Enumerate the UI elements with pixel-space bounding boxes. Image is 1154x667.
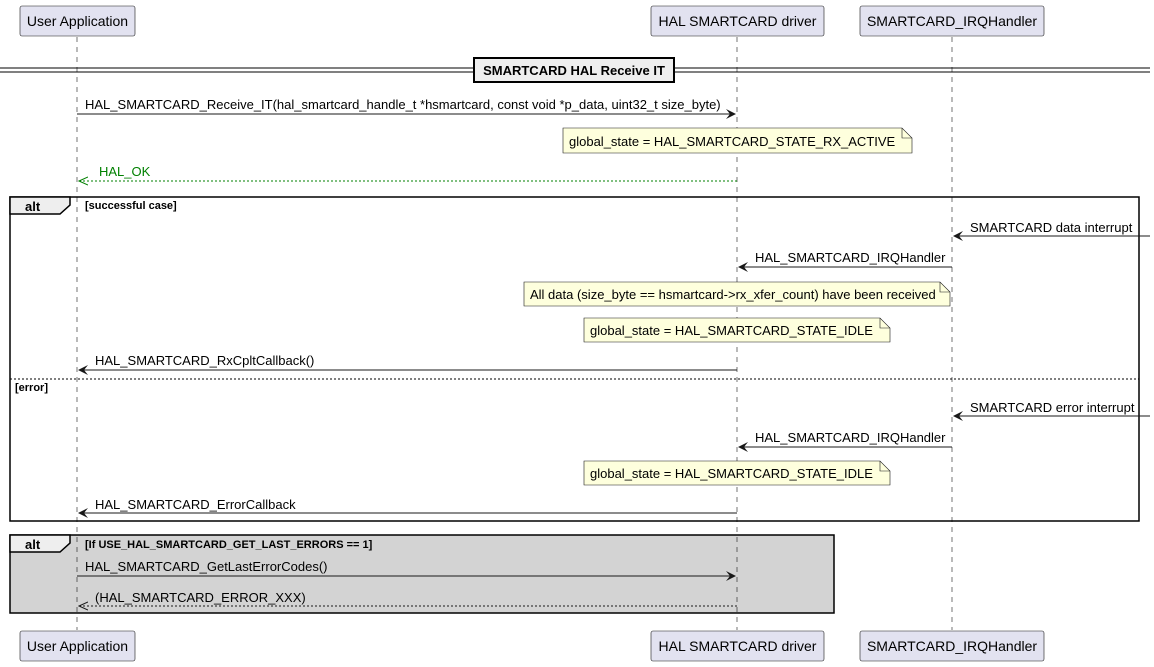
alt-fragment-2-header: alt [If USE_HAL_SMARTCARD_GET_LAST_ERROR… — [9, 534, 373, 553]
participant-irq-top: SMARTCARD_IRQHandler — [859, 5, 1045, 37]
participant-irq-label: SMARTCARD_IRQHandler — [867, 13, 1037, 29]
message-irq-handler-1: HAL_SMARTCARD_IRQHandler — [738, 250, 952, 272]
participant-irq-label: SMARTCARD_IRQHandler — [867, 638, 1037, 654]
message-receive-it: HAL_SMARTCARD_Receive_IT(hal_smartcard_h… — [77, 97, 736, 119]
note-idle-1-text: global_state = HAL_SMARTCARD_STATE_IDLE — [590, 323, 873, 338]
message-data-interrupt: SMARTCARD data interrupt — [953, 220, 1150, 241]
message-get-last-error-codes: HAL_SMARTCARD_GetLastErrorCodes() — [77, 559, 736, 581]
alt-fragment-2-label: alt — [25, 537, 41, 552]
alt-guard-last-errors: [If USE_HAL_SMARTCARD_GET_LAST_ERRORS ==… — [85, 539, 373, 551]
alt-fragment-1-label: alt — [25, 199, 41, 214]
message-hal-ok: HAL_OK — [79, 164, 737, 181]
divider-title: SMARTCARD HAL Receive IT — [483, 63, 665, 78]
note-idle-2-text: global_state = HAL_SMARTCARD_STATE_IDLE — [590, 466, 873, 481]
participant-user-label: User Application — [27, 13, 128, 29]
participant-user-label: User Application — [27, 638, 128, 654]
participant-irq-bottom: SMARTCARD_IRQHandler — [859, 630, 1045, 662]
message-get-last-error-codes-label: HAL_SMARTCARD_GetLastErrorCodes() — [85, 559, 328, 574]
message-irq-handler-2-label: HAL_SMARTCARD_IRQHandler — [755, 430, 946, 445]
note-rx-active: global_state = HAL_SMARTCARD_STATE_RX_AC… — [562, 127, 913, 154]
alt-guard-error: [error] — [15, 382, 48, 394]
alt-fragment-1: alt [successful case] [error] — [9, 196, 1140, 522]
message-irq-handler-2: HAL_SMARTCARD_IRQHandler — [738, 430, 952, 452]
participant-hal-top: HAL SMARTCARD driver — [650, 5, 825, 37]
alt-guard-success: [successful case] — [85, 200, 177, 212]
note-all-received: All data (size_byte == hsmartcard->rx_xf… — [523, 281, 951, 307]
participant-hal-bottom: HAL SMARTCARD driver — [650, 630, 825, 662]
note-rx-active-text: global_state = HAL_SMARTCARD_STATE_RX_AC… — [569, 134, 896, 149]
message-rx-cplt-callback: HAL_SMARTCARD_RxCpltCallback() — [78, 353, 737, 375]
message-error-interrupt: SMARTCARD error interrupt — [953, 400, 1150, 421]
section-divider: SMARTCARD HAL Receive IT — [0, 57, 1150, 83]
message-error-callback: HAL_SMARTCARD_ErrorCallback — [78, 497, 737, 518]
participant-user-bottom: User Application — [19, 630, 136, 662]
participant-user-top: User Application — [19, 5, 136, 37]
participant-hal-label: HAL SMARTCARD driver — [659, 638, 817, 654]
message-irq-handler-1-label: HAL_SMARTCARD_IRQHandler — [755, 250, 946, 265]
note-all-received-text: All data (size_byte == hsmartcard->rx_xf… — [530, 287, 936, 302]
message-error-callback-label: HAL_SMARTCARD_ErrorCallback — [95, 497, 296, 512]
message-receive-it-label: HAL_SMARTCARD_Receive_IT(hal_smartcard_h… — [85, 97, 721, 112]
message-error-return: (HAL_SMARTCARD_ERROR_XXX) — [79, 590, 737, 606]
message-error-return-label: (HAL_SMARTCARD_ERROR_XXX) — [95, 590, 306, 605]
message-error-interrupt-label: SMARTCARD error interrupt — [970, 400, 1135, 415]
message-hal-ok-label: HAL_OK — [99, 164, 151, 179]
message-rx-cplt-callback-label: HAL_SMARTCARD_RxCpltCallback() — [95, 353, 314, 368]
message-data-interrupt-label: SMARTCARD data interrupt — [970, 220, 1133, 235]
alt-fragment-2 — [9, 534, 835, 614]
note-idle-2: global_state = HAL_SMARTCARD_STATE_IDLE — [583, 460, 891, 486]
participant-hal-label: HAL SMARTCARD driver — [659, 13, 817, 29]
note-idle-1: global_state = HAL_SMARTCARD_STATE_IDLE — [583, 317, 891, 343]
